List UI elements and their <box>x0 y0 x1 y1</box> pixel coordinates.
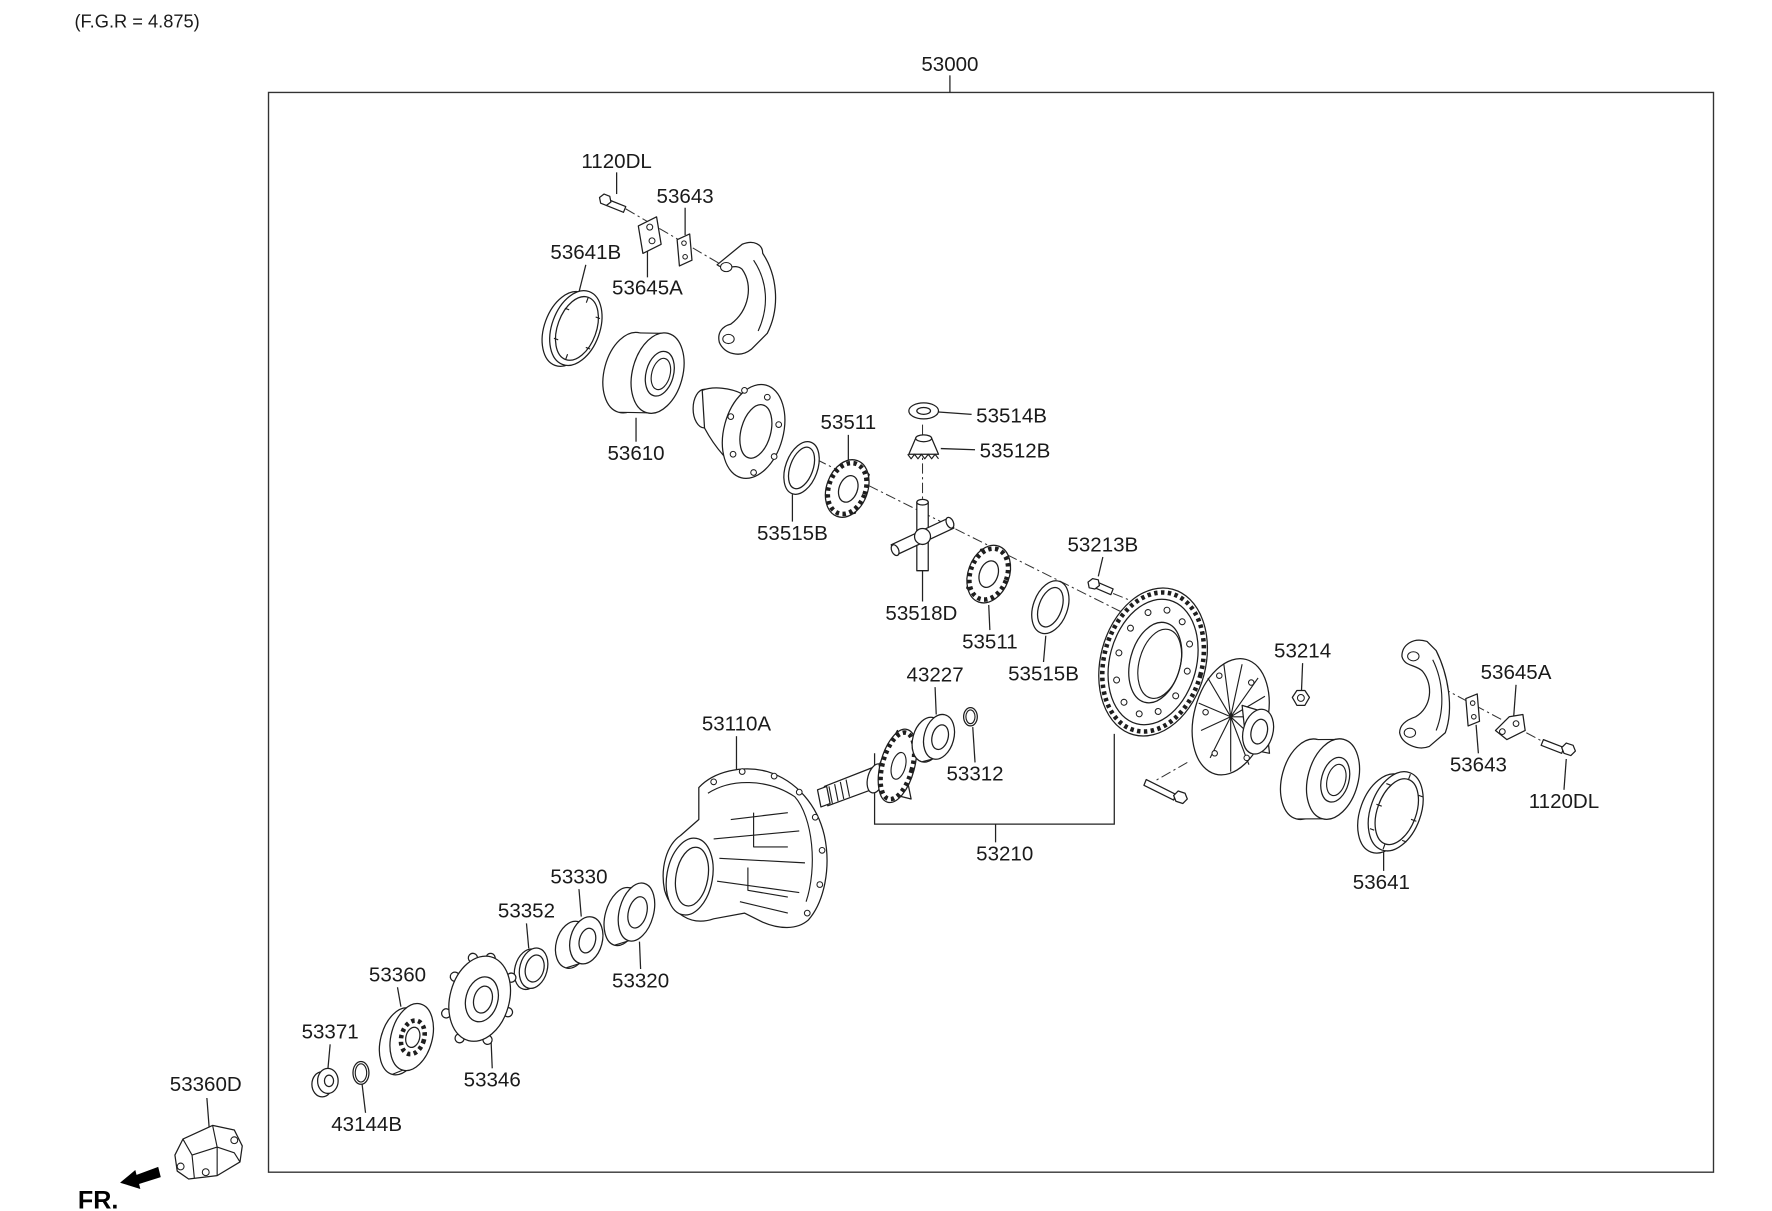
lock-plate-53645a-right <box>1494 713 1526 741</box>
front-direction-label: FR. <box>78 1187 118 1211</box>
center-line <box>1440 686 1544 743</box>
leader-line <box>361 1084 367 1113</box>
nut-53214 <box>1291 689 1311 706</box>
callout-53346[interactable]: 53346 <box>464 1069 521 1092</box>
plate-53643-top <box>676 233 693 267</box>
bolt-1120dl-right <box>1540 738 1577 757</box>
ring-gear <box>1098 587 1209 737</box>
adjuster-ring-53641b <box>541 290 603 367</box>
leader-line <box>206 1097 210 1128</box>
callout-53371[interactable]: 53371 <box>302 1021 359 1044</box>
differential-case-left-half <box>692 383 786 480</box>
thrust-washer-53515b-lower <box>1031 580 1070 635</box>
leader-line <box>490 1040 493 1069</box>
ring-gear-bolt-53213b <box>1087 578 1114 596</box>
leader-line <box>1475 724 1479 754</box>
callout-53643-right[interactable]: 53643 <box>1450 754 1507 777</box>
callout-1120dl-right[interactable]: 1120DL <box>1529 790 1599 813</box>
pinion-washer-53514b <box>908 402 940 420</box>
leader-line <box>938 411 972 415</box>
leader-line <box>638 941 642 970</box>
callout-53641b[interactable]: 53641B <box>550 241 621 264</box>
pinion-shaft-53518d <box>890 498 955 572</box>
callout-53645a-top[interactable]: 53645A <box>612 276 683 299</box>
assembly-frame <box>267 91 1715 1173</box>
bearing-53330 <box>554 916 604 969</box>
callout-53511-lower[interactable]: 53511 <box>962 630 1018 653</box>
callout-assembly-53000[interactable]: 53000 <box>921 53 978 76</box>
differential-case-right-half <box>1191 658 1275 776</box>
callout-53515b-upper[interactable]: 53515B <box>757 522 828 545</box>
bearing-cap-left <box>716 241 777 355</box>
leader-line <box>1097 556 1104 577</box>
drive-pinion-gear <box>816 728 918 808</box>
callout-53512b[interactable]: 53512B <box>980 440 1051 463</box>
callout-53610[interactable]: 53610 <box>607 442 664 465</box>
lock-plate-53645a-top <box>637 216 662 255</box>
callout-53518d[interactable]: 53518D <box>885 602 957 625</box>
callout-53352[interactable]: 53352 <box>498 900 555 923</box>
callout-53645a-right[interactable]: 53645A <box>1481 661 1552 684</box>
callout-53312[interactable]: 53312 <box>946 763 1003 786</box>
leader-line <box>1563 758 1567 790</box>
callout-53214[interactable]: 53214 <box>1274 639 1331 662</box>
callout-53110a[interactable]: 53110A <box>702 712 772 735</box>
leader-line <box>1300 663 1304 692</box>
o-ring-43144b <box>352 1060 370 1085</box>
callout-53511-upper[interactable]: 53511 <box>821 411 877 434</box>
callout-53330[interactable]: 53330 <box>550 865 607 888</box>
callout-53360[interactable]: 53360 <box>369 964 426 987</box>
bolt-1120dl-top <box>598 193 627 213</box>
leader-line <box>934 687 937 715</box>
companion-flange-53360 <box>378 1002 435 1076</box>
callout-53320[interactable]: 53320 <box>612 969 669 992</box>
callout-53213b[interactable]: 53213B <box>1067 533 1138 556</box>
shim-53312 <box>962 707 978 727</box>
carrier-cover-53346 <box>441 952 517 1046</box>
center-line <box>1155 761 1188 782</box>
callout-53210[interactable]: 53210 <box>976 843 1033 866</box>
callout-53515b-lower[interactable]: 53515B <box>1008 662 1079 685</box>
side-gear-53511-lower <box>966 544 1012 604</box>
front-direction-arrow-icon <box>120 1166 161 1190</box>
adjuster-ring-53641 <box>1357 771 1424 854</box>
callout-43227[interactable]: 43227 <box>907 663 964 686</box>
leader-line <box>1513 684 1517 716</box>
leader-line <box>525 923 530 949</box>
side-bearing-right <box>1279 738 1361 821</box>
pinion-gear-53512b <box>907 434 940 460</box>
leader-line <box>940 447 976 451</box>
bearing-43227 <box>911 713 956 763</box>
callout-53643-top[interactable]: 53643 <box>657 185 714 208</box>
case-bolt <box>1143 778 1188 805</box>
carrier-housing-53110a <box>662 768 828 929</box>
callout-43144b[interactable]: 43144B <box>331 1113 402 1136</box>
leader-line <box>327 1044 331 1070</box>
side-gear-53511-upper <box>824 459 870 518</box>
thrust-washer-53515b-upper <box>783 441 820 495</box>
bracket-53360d <box>174 1124 243 1180</box>
callout-53514b[interactable]: 53514B <box>976 404 1047 427</box>
leader-line <box>396 987 402 1007</box>
leader-line <box>578 889 582 917</box>
final-gear-ratio-note: (F.G.R = 4.875) <box>74 10 199 31</box>
callout-53641[interactable]: 53641 <box>1353 871 1410 894</box>
callout-1120dl-top[interactable]: 1120DL <box>581 150 651 173</box>
leader-line <box>972 727 976 763</box>
oil-seal-53352 <box>513 947 549 991</box>
bearing-53610 <box>602 331 685 414</box>
plate-53643-right <box>1465 693 1481 727</box>
lock-nut-53371 <box>311 1067 339 1098</box>
leader-line <box>578 264 587 293</box>
callout-53360d[interactable]: 53360D <box>170 1073 242 1096</box>
bearing-cap-right <box>1398 639 1451 749</box>
leader-line <box>1042 635 1047 663</box>
bearing-53320 <box>603 882 656 947</box>
center-line <box>625 208 722 266</box>
leader-line <box>988 604 991 631</box>
